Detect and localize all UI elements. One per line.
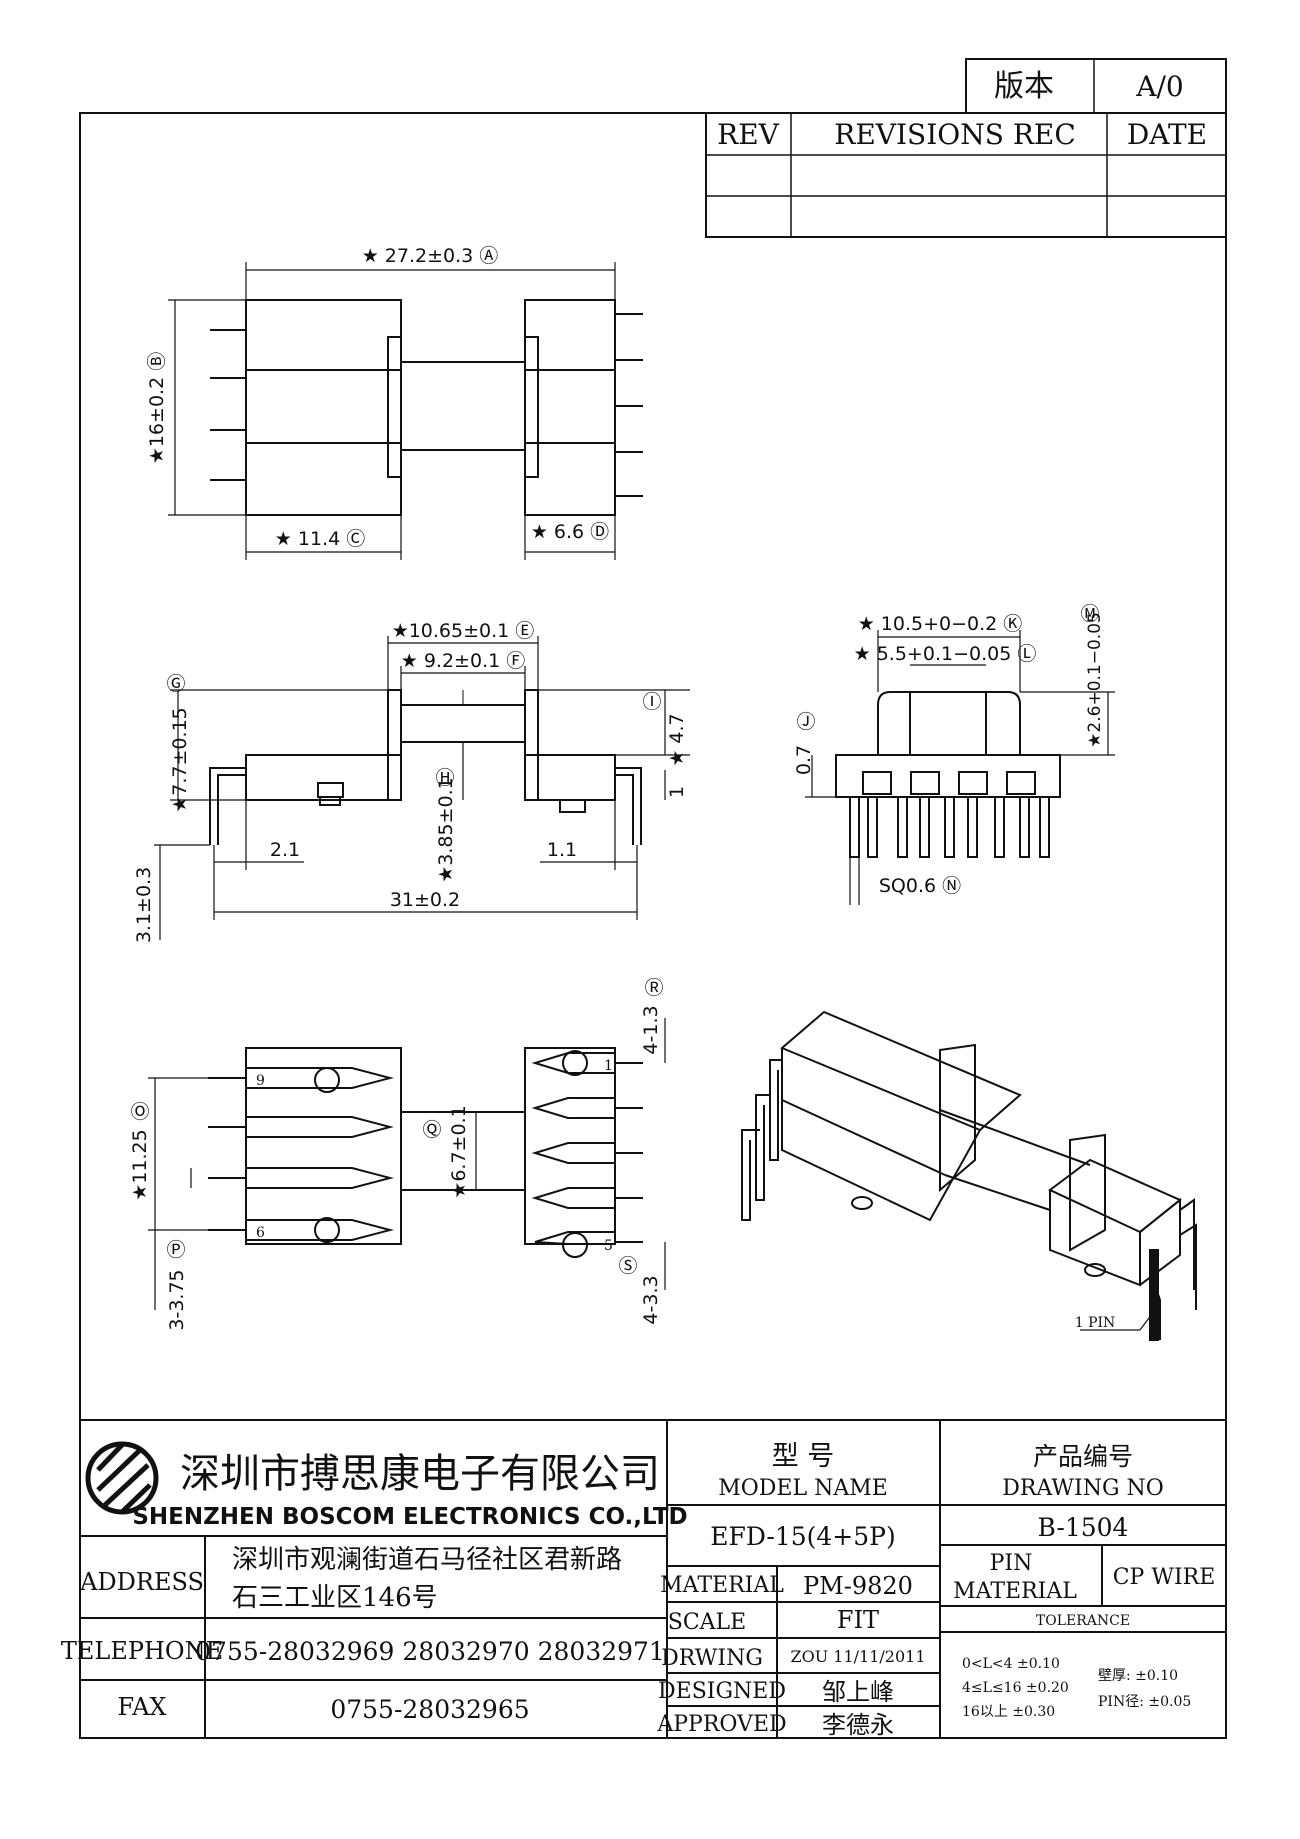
dim-s-label: 4-3.3 (640, 1275, 662, 1324)
dim-c-label: ★ 11.4 Ⓒ (275, 528, 365, 550)
tolerance-label: TOLERANCE (1036, 1613, 1130, 1629)
company-name-cn: 深圳市搏思康电子有限公司 (180, 1451, 660, 1497)
title-block (80, 1419, 1226, 1738)
dim-r-marker: Ⓡ (644, 977, 663, 999)
dim-d-label: ★ 6.6 Ⓓ (531, 521, 609, 543)
dim-f-label: ★ 9.2±0.1 Ⓕ (401, 650, 525, 672)
rev-header: REV (717, 118, 780, 151)
pin-material-label-1: PIN (990, 1551, 1033, 1576)
dim-i-label: ★ 4.7 (666, 713, 688, 766)
dim-3-1-label: 3.1±0.3 (133, 867, 155, 943)
dim-j-label: 0.7 (793, 745, 815, 775)
dim-h-marker: Ⓗ (435, 767, 454, 789)
tolerance-row-2: 4≤L≤16 ±0.20 (962, 1680, 1069, 1696)
drawing-border (79, 112, 1227, 1739)
model-name-en: MODEL NAME (718, 1476, 888, 1501)
address-line-1: 深圳市观澜街道石马径社区君新路 (232, 1545, 622, 1575)
dim-o-marker: Ⓞ (130, 1101, 149, 1123)
dim-e-label: ★10.65±0.1 Ⓔ (392, 620, 535, 642)
drawing-no-cn: 产品编号 (1033, 1442, 1133, 1471)
side-view (154, 636, 690, 940)
material-label: MATERIAL (660, 1573, 784, 1598)
version-box: 版本 A/0 (965, 58, 1227, 114)
address-label: ADDRESS (79, 1568, 204, 1596)
dim-2-1-label: 2.1 (270, 839, 300, 861)
fax-value: 0755-28032965 (330, 1695, 529, 1724)
revision-table: REV REVISIONS REC DATE (705, 112, 1227, 238)
date-header: DATE (1127, 118, 1207, 151)
pin-material-label-2: MATERIAL (953, 1579, 1077, 1604)
dim-l-label: ★ 5.5+0.1−0.05 Ⓛ (854, 643, 1037, 665)
drawing-no-en: DRAWING NO (1002, 1476, 1164, 1501)
model-name-value: EFD-15(4+5P) (710, 1522, 895, 1551)
dim-i-marker: Ⓘ (642, 691, 661, 713)
dim-g-marker: Ⓖ (166, 673, 185, 695)
pin-9-label: 9 (256, 1073, 265, 1089)
drwing-value: ZOU 11/11/2011 (790, 1647, 925, 1666)
dim-31-label: 31±0.2 (390, 889, 460, 911)
pin-material-value: CP WIRE (1113, 1565, 1216, 1590)
pin-one-callout: 1 PIN (1075, 1315, 1116, 1331)
version-label: 版本 (994, 69, 1054, 104)
dim-j-marker: Ⓙ (796, 711, 815, 733)
designed-label: DESIGNED (658, 1679, 786, 1704)
dim-q-marker: Ⓠ (422, 1119, 441, 1141)
dim-g-label: ★7.7±0.15 (169, 707, 191, 812)
tolerance-row-1: 0<L<4 ±0.10 (962, 1656, 1060, 1672)
dim-q-label: ★6.7±0.1 (448, 1105, 470, 1198)
dim-one-label: 1 (666, 786, 688, 798)
approved-value: 李德永 (822, 1711, 894, 1739)
fax-label: FAX (118, 1693, 167, 1721)
dim-p-label: 3-3.75 (166, 1269, 188, 1330)
dim-a-label: ★ 27.2±0.3 Ⓐ (362, 245, 499, 267)
approved-label: APPROVED (656, 1712, 786, 1737)
bottom-view (148, 1018, 666, 1310)
dim-m-label: ★2.6+0.1−0.05 (1085, 612, 1105, 748)
revisions-rec-header: REVISIONS REC (834, 118, 1076, 151)
company-name-en: SHENZHEN BOSCOM ELECTRONICS CO.,LTD (132, 1504, 687, 1530)
isometric-view (741, 1010, 1197, 1341)
dim-s-marker: Ⓢ (618, 1255, 637, 1277)
dim-p-marker: Ⓟ (166, 1239, 185, 1261)
material-value: PM-9820 (803, 1572, 913, 1600)
dim-k-label: ★ 10.5+0−0.2 Ⓚ (858, 613, 1023, 635)
tolerance-row-3: 16以上 ±0.30 (962, 1704, 1055, 1720)
model-name-cn: 型 号 (772, 1441, 835, 1472)
version-value: A/0 (1135, 70, 1183, 103)
dim-b-label: ★16±0.2 Ⓑ (146, 352, 168, 464)
telephone-label: TELEPHONE (61, 1637, 223, 1665)
scale-value: FIT (837, 1606, 879, 1634)
dim-n-label: SQ0.6 Ⓝ (879, 875, 961, 897)
dim-r-label: 4-1.3 (640, 1005, 662, 1054)
end-view (805, 630, 1115, 905)
company-logo-icon (85, 1441, 159, 1515)
dim-o-label: ★11.25 (129, 1129, 151, 1200)
pin-5-label: 5 (604, 1238, 613, 1254)
pin-1-label: 1 (604, 1058, 613, 1074)
designed-value: 邹上峰 (822, 1678, 894, 1706)
drawing-no-value: B-1504 (1038, 1513, 1129, 1542)
top-view (168, 262, 643, 560)
scale-label: SCALE (668, 1610, 746, 1635)
tolerance-wall: 壁厚: ±0.10 (1098, 1668, 1178, 1684)
tolerance-pin: PIN径: ±0.05 (1098, 1694, 1191, 1710)
telephone-value: 0755-28032969 28032970 28032971 (195, 1637, 665, 1666)
dim-1-1-label: 1.1 (547, 839, 577, 861)
dim-h-label: ★3.85±0.1 (435, 777, 457, 882)
drwing-label: DRWING (661, 1646, 763, 1671)
dim-m-marker: Ⓜ (1080, 603, 1099, 625)
address-line-2: 石三工业区146号 (232, 1583, 438, 1613)
pin-6-label: 6 (256, 1225, 265, 1241)
